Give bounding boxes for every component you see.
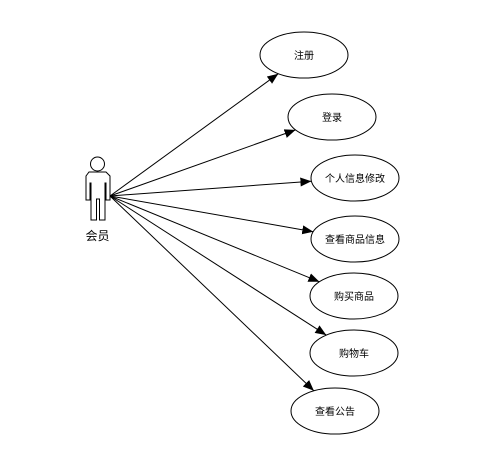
association-arrow	[109, 177, 312, 197]
use-case-ellipse	[287, 93, 377, 141]
use-case-view-products: 查看商品信息	[310, 215, 400, 263]
use-case-label: 购物车	[339, 347, 369, 360]
use-case-edit-profile: 个人信息修改	[310, 154, 400, 202]
association-arrow	[109, 73, 279, 197]
use-case-ellipse	[310, 154, 400, 202]
use-case-ellipse	[309, 329, 399, 377]
actor-label: 会员	[85, 229, 109, 243]
actor-body	[85, 171, 111, 221]
use-case-register: 注册	[259, 31, 349, 79]
use-case-cart: 购物车	[309, 329, 399, 377]
use-case-ellipse	[310, 215, 400, 263]
associations	[109, 73, 327, 392]
association-arrow	[109, 195, 320, 283]
use-case-label: 个人信息修改	[325, 172, 385, 185]
actor-head	[90, 156, 105, 172]
use-case-label: 登录	[322, 111, 342, 124]
association-arrow	[109, 129, 296, 197]
use-case-ellipse	[259, 31, 349, 79]
use-case-label: 购买商品	[334, 290, 374, 303]
use-case-ellipse	[309, 272, 399, 320]
use-case-login: 登录	[287, 93, 377, 141]
use-case-label: 注册	[294, 49, 314, 62]
use-case-view-notices: 查看公告	[290, 387, 380, 435]
use-case-buy-product: 购买商品	[309, 272, 399, 320]
association-arrow	[109, 195, 315, 392]
association-arrow	[109, 195, 314, 235]
use-case-label: 查看商品信息	[325, 233, 385, 246]
use-case-label: 查看公告	[315, 405, 355, 418]
use-case-ellipse	[290, 387, 380, 435]
actor: 会员	[85, 156, 111, 243]
association-arrow	[109, 195, 327, 336]
